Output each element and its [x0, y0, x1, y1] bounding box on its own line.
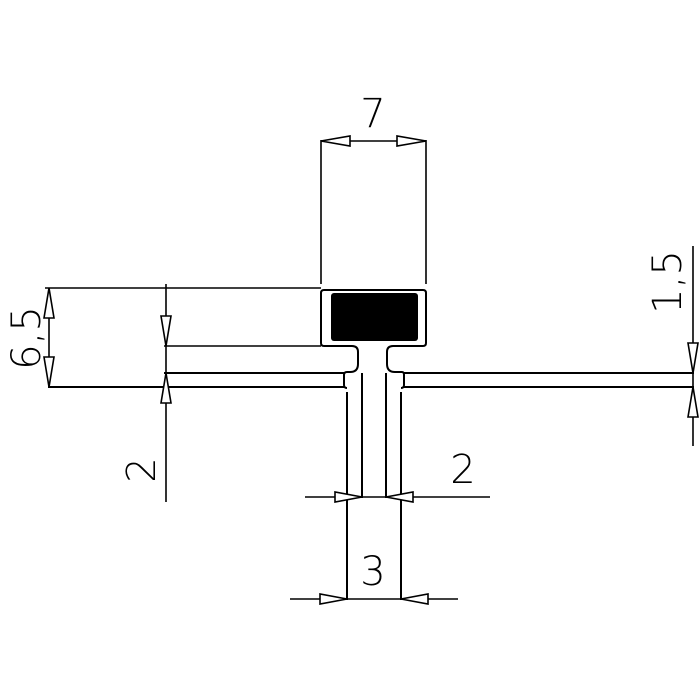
dim-label-right-thickness: 1,5: [645, 250, 691, 314]
dim-label-top-width: 7: [360, 91, 385, 137]
dimension-flange-thickness: 2: [119, 284, 321, 502]
dimension-stem-width: 3: [290, 549, 458, 605]
dimension-stem-gap: 2: [305, 447, 490, 503]
dim-label-stem-width: 3: [360, 549, 385, 595]
dim-label-total-height: 6,5: [4, 306, 50, 370]
dimension-total-height: 6,5: [4, 287, 321, 388]
dimension-right-thickness: 1,5: [645, 246, 699, 446]
magnet-insert: [331, 293, 418, 341]
dim-label-flange-thickness: 2: [119, 457, 165, 482]
dimension-top-width: 7: [320, 91, 427, 284]
dim-label-stem-gap: 2: [450, 447, 475, 493]
